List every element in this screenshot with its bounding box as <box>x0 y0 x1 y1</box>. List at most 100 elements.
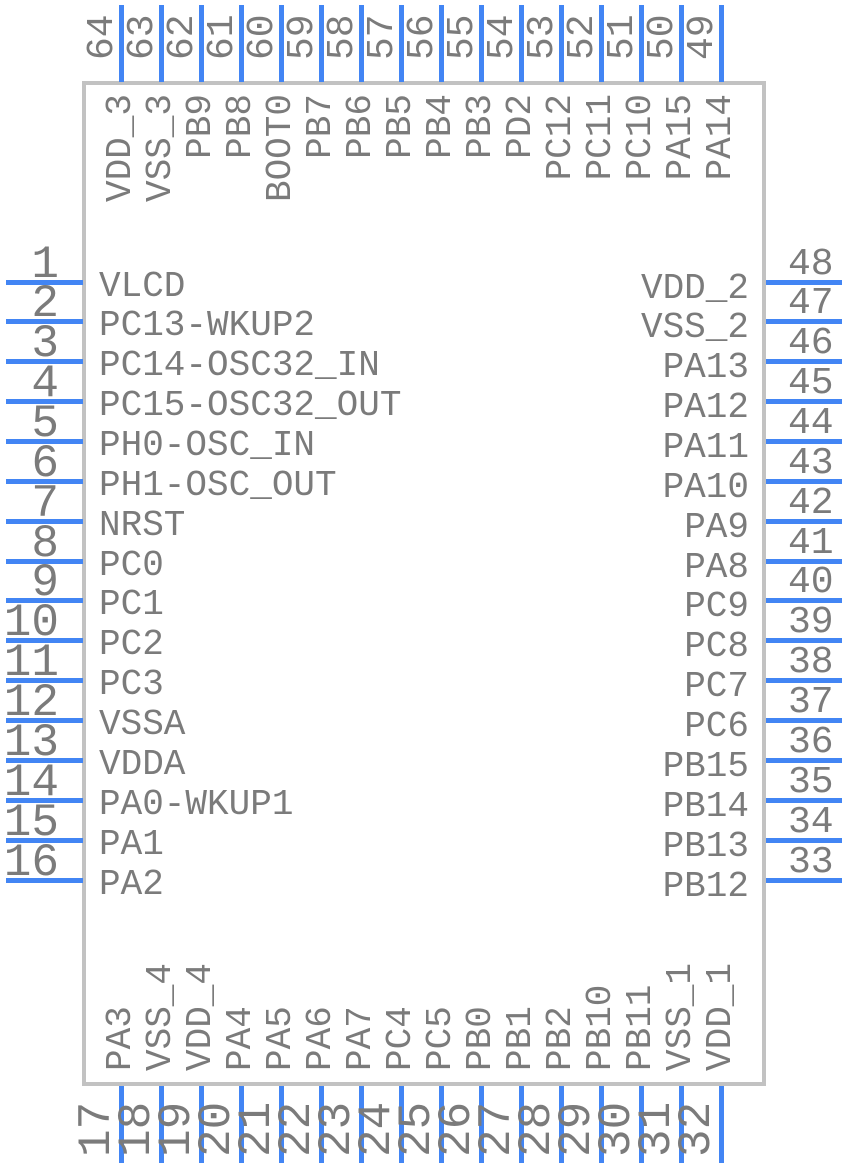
pin-37-number: 37 <box>788 681 834 724</box>
pin-24-label: PC4 <box>380 1006 421 1071</box>
pin-38-line <box>766 678 842 683</box>
pin-13-line <box>6 758 83 763</box>
pin-7-line <box>6 519 83 524</box>
pin-60-line <box>279 5 284 82</box>
pin-40-label: PC9 <box>684 586 749 627</box>
pin-26-line <box>479 1086 484 1163</box>
pin-45-label: PA12 <box>662 387 749 428</box>
pin-59-label: PB7 <box>300 94 341 159</box>
pin-53-number: 53 <box>521 14 564 60</box>
pin-13-number: 13 <box>3 717 59 769</box>
pin-25-line <box>439 1086 444 1163</box>
pin-28-label: PB2 <box>540 1006 581 1071</box>
pin-10-label: PC2 <box>99 624 164 665</box>
pin-3-number: 3 <box>31 318 59 370</box>
pin-40-line <box>766 598 842 603</box>
pin-51-number: 51 <box>601 14 644 60</box>
pin-63-label: VSS_3 <box>140 94 181 203</box>
pin-30-line <box>639 1086 644 1163</box>
pin-41-line <box>766 559 842 564</box>
pin-34-number: 34 <box>788 801 834 844</box>
pin-19-line <box>199 1086 204 1163</box>
pin-29-line <box>599 1086 604 1163</box>
pin-11-line <box>6 678 83 683</box>
pin-23-label: PA7 <box>340 1006 381 1071</box>
pin-57-label: PB5 <box>380 94 421 159</box>
pin-5-number: 5 <box>31 398 59 450</box>
pin-2-number: 2 <box>31 278 59 330</box>
pin-56-label: PB4 <box>420 94 461 159</box>
pin-41-number: 41 <box>788 522 834 565</box>
pin-6-label: PH1-OSC_OUT <box>99 465 337 506</box>
pin-11-number: 11 <box>3 637 59 689</box>
pin-61-line <box>239 5 244 82</box>
pin-37-line <box>766 718 842 723</box>
pin-8-line <box>6 559 83 564</box>
pin-39-line <box>766 638 842 643</box>
pin-48-number: 48 <box>788 243 834 286</box>
pin-50-number: 50 <box>641 14 684 60</box>
pin-14-number: 14 <box>3 757 59 809</box>
pin-17-label: PA3 <box>100 1006 141 1071</box>
pin-59-line <box>319 5 324 82</box>
pin-52-line <box>599 5 604 82</box>
pin-27-label: PB1 <box>500 1006 541 1071</box>
pin-15-label: PA1 <box>99 824 164 865</box>
pin-2-line <box>6 319 83 324</box>
pin-55-label: PB3 <box>460 94 501 159</box>
pin-4-label: PC15-OSC32_OUT <box>99 385 402 426</box>
pin-41-label: PA8 <box>684 547 749 588</box>
pin-6-number: 6 <box>31 438 59 490</box>
pin-47-line <box>766 319 842 324</box>
pin-10-line <box>6 638 83 643</box>
pin-54-number: 54 <box>481 14 524 60</box>
pin-7-label: NRST <box>99 505 186 546</box>
pin-58-label: PB6 <box>340 94 381 159</box>
pin-1-line <box>6 280 83 285</box>
pin-31-label: VSS_1 <box>660 962 701 1071</box>
pin-50-label: PA15 <box>660 94 701 181</box>
pin-60-label: BOOT0 <box>260 94 301 203</box>
pin-39-label: PC8 <box>684 626 749 667</box>
pin-63-line <box>159 5 164 82</box>
pin-63-number: 63 <box>121 14 164 60</box>
pin-36-number: 36 <box>788 721 834 764</box>
pin-20-line <box>239 1086 244 1163</box>
pin-56-line <box>439 5 444 82</box>
pin-55-line <box>479 5 484 82</box>
pin-6-line <box>6 479 83 484</box>
pin-32-line <box>719 1086 724 1163</box>
pin-21-label: PA5 <box>260 1006 301 1071</box>
pin-7-number: 7 <box>31 478 59 530</box>
pin-62-number: 62 <box>161 14 204 60</box>
pin-21-line <box>279 1086 284 1163</box>
pin-46-line <box>766 359 842 364</box>
pin-34-label: PB13 <box>662 826 749 867</box>
pin-8-number: 8 <box>31 518 59 570</box>
pin-4-number: 4 <box>31 358 59 410</box>
pin-12-label: VSSA <box>99 704 186 745</box>
pin-38-label: PC7 <box>684 666 749 707</box>
pin-34-line <box>766 838 842 843</box>
pin-31-line <box>679 1086 684 1163</box>
pin-52-number: 52 <box>561 14 604 60</box>
pin-64-line <box>119 5 124 82</box>
pin-51-line <box>639 5 644 82</box>
pin-60-number: 60 <box>241 14 284 60</box>
pin-45-line <box>766 399 842 404</box>
pin-42-line <box>766 519 842 524</box>
pin-10-number: 10 <box>3 597 59 649</box>
pin-3-line <box>6 359 83 364</box>
pin-58-line <box>359 5 364 82</box>
pin-13-label: VDDA <box>99 744 186 785</box>
pin-36-line <box>766 758 842 763</box>
pin-9-label: PC1 <box>99 584 164 625</box>
pin-12-line <box>6 718 83 723</box>
pin-22-line <box>319 1086 324 1163</box>
pin-12-number: 12 <box>3 677 59 729</box>
pin-15-number: 15 <box>3 797 59 849</box>
pin-37-label: PC6 <box>684 706 749 747</box>
pin-16-number: 16 <box>3 837 59 889</box>
pin-45-number: 45 <box>788 362 834 405</box>
pin-44-line <box>766 439 842 444</box>
